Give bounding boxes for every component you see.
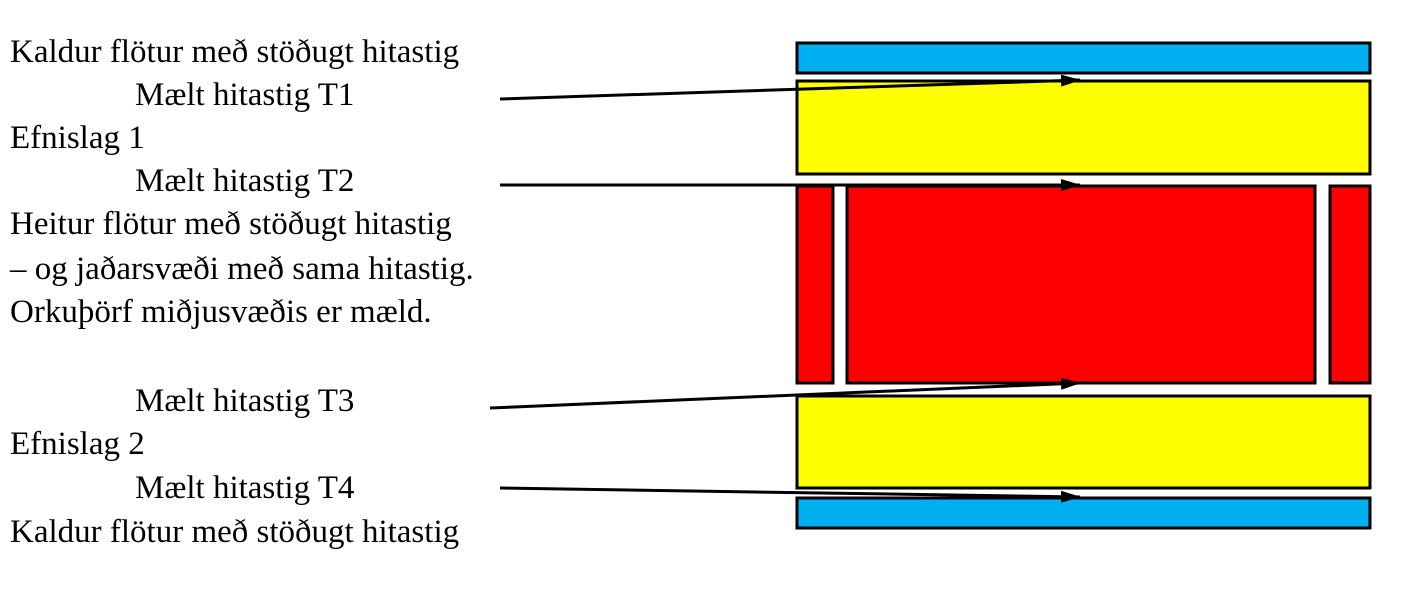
label-cold-surface-top: Kaldur flötur með stöðugt hitastig: [10, 34, 460, 70]
label-measured-t1: Mælt hitastig T1: [135, 77, 355, 113]
material-layer-1: [795, 79, 1372, 176]
arrow-t3: [489, 377, 1081, 410]
label-material-layer-2: Efnislag 2: [10, 426, 145, 462]
arrow-t4: [499, 486, 1081, 503]
label-hot-surface-line2: – og jaðarsvæði með sama hitastig.: [10, 251, 474, 287]
label-hot-surface-line3: Orkuþörf miðjusvæðis er mæld.: [10, 294, 432, 330]
cold-surface-top: [795, 41, 1372, 75]
label-measured-t3: Mælt hitastig T3: [135, 383, 355, 419]
hot-surface-guard-right: [1328, 184, 1372, 385]
hot-surface-guard-left: [795, 184, 835, 385]
arrow-t1: [499, 74, 1081, 101]
material-layer-2: [795, 394, 1372, 490]
cold-surface-bottom: [795, 496, 1372, 530]
label-hot-surface-line1: Heitur flötur með stöðugt hitastig: [10, 206, 452, 242]
hot-surface-center: [845, 184, 1317, 385]
label-cold-surface-bottom: Kaldur flötur með stöðugt hitastig: [10, 514, 460, 550]
label-measured-t4: Mælt hitastig T4: [135, 470, 355, 506]
label-measured-t2: Mælt hitastig T2: [135, 163, 355, 199]
label-material-layer-1: Efnislag 1: [10, 120, 145, 156]
